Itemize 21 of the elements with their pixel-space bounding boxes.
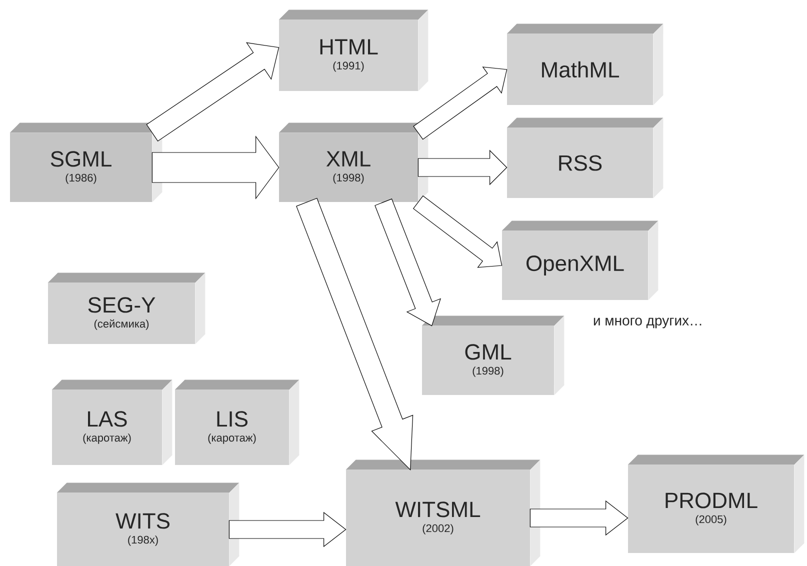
box-3d: OpenXML: [502, 220, 658, 300]
note-text: и много других…: [594, 318, 702, 328]
box-3d: MathML: [506, 24, 664, 106]
box-3d: XML (1998): [278, 122, 428, 202]
block-arrow: [530, 500, 628, 536]
block-arrow: [296, 198, 414, 470]
box-3d: GML (1998): [422, 316, 564, 396]
block-arrow: [228, 512, 346, 548]
block-arrow: [418, 150, 508, 186]
box-3d: WITS (198x): [56, 482, 240, 566]
box-3d: SEG-Y (сейсмика): [48, 272, 206, 344]
block-arrow: [152, 136, 280, 200]
block-arrow: [374, 198, 442, 326]
box-3d: RSS: [506, 118, 664, 198]
box-3d: WITSML (2002): [346, 460, 540, 566]
box-3d: SGML (1986): [10, 122, 162, 202]
box-3d: PRODML (2005): [628, 454, 804, 554]
box-3d: HTML (1991): [278, 10, 428, 92]
box-3d: LAS (каротаж): [52, 380, 172, 466]
box-3d: LIS (каротаж): [174, 380, 300, 466]
block-arrow: [413, 66, 508, 140]
